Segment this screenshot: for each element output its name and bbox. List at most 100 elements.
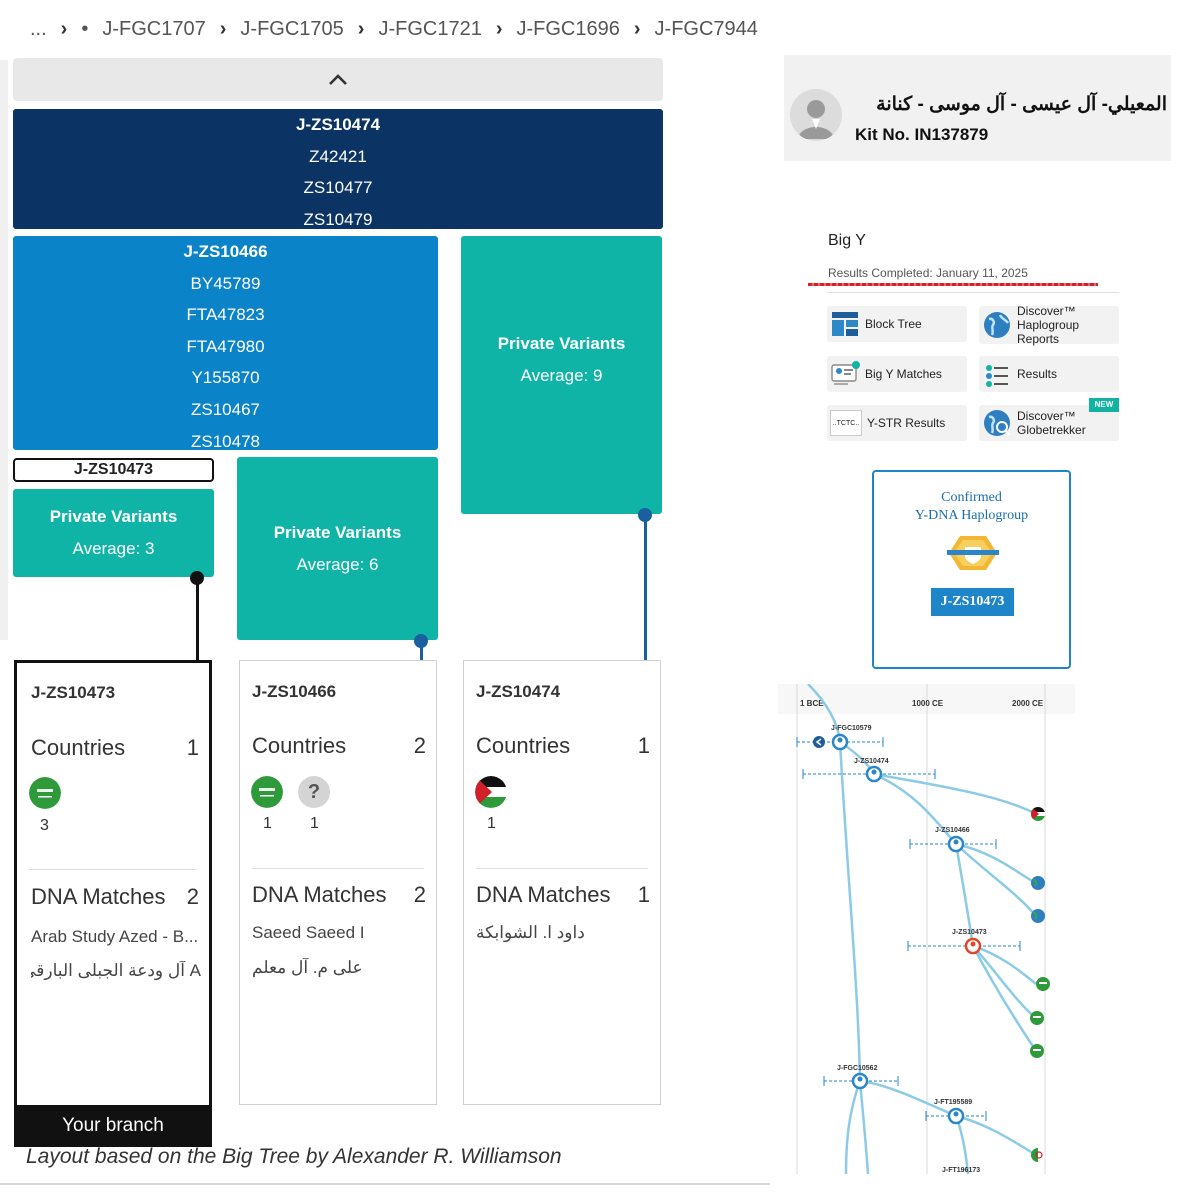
tile-label: Discover™ Haplogroup Reports bbox=[1017, 304, 1080, 346]
breadcrumb-item[interactable]: J-FGC7944 bbox=[654, 17, 758, 40]
breadcrumb-item[interactable]: J-FGC1721 bbox=[378, 17, 482, 40]
branch-card-j-zs10466[interactable]: J-ZS10466 Countries 2 ? 1 1 DNA Matches … bbox=[239, 660, 437, 1105]
breadcrumb-item[interactable]: J-FGC1696 bbox=[516, 17, 620, 40]
results-button[interactable]: Results bbox=[979, 356, 1119, 392]
your-branch-label: Your branch bbox=[14, 1105, 212, 1147]
countries-count: 1 bbox=[637, 733, 650, 758]
bullet-icon: • bbox=[81, 17, 89, 40]
dna-match-name[interactable]: داود ا. الشوابكة bbox=[476, 923, 585, 942]
variant-label: Z42421 bbox=[309, 146, 367, 166]
jordan-flag-icon[interactable] bbox=[1031, 807, 1045, 821]
node-label: J-FT196173 bbox=[942, 1167, 980, 1174]
node-label: J-ZS10466 bbox=[935, 827, 970, 834]
time-tree-chart[interactable]: 1 BCE 1000 CE 2000 CE bbox=[778, 684, 1075, 1174]
connector-dot bbox=[190, 571, 204, 585]
scroll-track[interactable] bbox=[0, 60, 8, 640]
user-tree-node[interactable] bbox=[964, 937, 982, 955]
node-label: J-ZS10474 bbox=[854, 758, 889, 765]
chevron-right-icon: › bbox=[357, 17, 365, 40]
variant-label: BY45789 bbox=[190, 273, 261, 293]
jordan-flag-icon[interactable] bbox=[475, 776, 507, 808]
tile-label: Discover™ Globetrekker bbox=[1017, 409, 1086, 437]
dna-match-name[interactable]: Arab Study Azed - B... bbox=[31, 927, 199, 946]
connector-dot bbox=[414, 634, 428, 648]
tree-node[interactable] bbox=[947, 1107, 965, 1125]
connector-line bbox=[196, 578, 199, 662]
chevron-right-icon: › bbox=[60, 17, 68, 40]
chevron-right-icon: › bbox=[633, 17, 641, 40]
globe-icon[interactable] bbox=[1031, 909, 1045, 923]
back-arrow-icon[interactable] bbox=[813, 736, 825, 748]
variant-label: ZS10477 bbox=[303, 178, 373, 198]
chevron-right-icon: › bbox=[219, 17, 227, 40]
algeria-flag-icon[interactable] bbox=[1031, 1148, 1045, 1162]
saudi-flag-icon[interactable] bbox=[1036, 977, 1050, 991]
collapse-button[interactable] bbox=[13, 58, 663, 101]
globetrekker-button[interactable]: Discover™ Globetrekker bbox=[979, 405, 1119, 441]
confirmed-haplogroup-card[interactable]: Confirmed Y-DNA Haplogroup J-ZS10473 bbox=[872, 470, 1071, 669]
branch-card-j-zs10474[interactable]: J-ZS10474 Countries 1 1 DNA Matches 1 دا… bbox=[463, 660, 661, 1105]
kit-number: Kit No. IN137879 bbox=[855, 125, 989, 144]
bigy-matches-button[interactable]: Big Y Matches bbox=[827, 356, 967, 392]
flag-count: 3 bbox=[40, 817, 49, 834]
dna-match-name[interactable]: على م. آل معلم bbox=[252, 958, 363, 977]
variant-label: ZS10478 bbox=[191, 431, 260, 451]
private-variants-block[interactable]: Private Variants Average: 6 bbox=[237, 457, 438, 640]
block-tree-button[interactable]: Block Tree bbox=[827, 306, 967, 342]
range-caps bbox=[796, 737, 1021, 1121]
globe-icon[interactable] bbox=[1031, 876, 1045, 890]
saudi-flag-icon[interactable] bbox=[251, 776, 283, 808]
countries-label: Countries bbox=[31, 735, 126, 760]
breadcrumb: ... › • J-FGC1707 › J-FGC1705 › J-FGC172… bbox=[30, 14, 772, 44]
chevron-up-icon bbox=[329, 73, 347, 85]
new-badge: NEW bbox=[1089, 398, 1119, 412]
breadcrumb-item[interactable]: J-FGC1705 bbox=[240, 17, 344, 40]
block-j-zs10474[interactable]: J-ZS10474 Z42421 ZS10477 ZS10479 bbox=[13, 109, 663, 229]
globetrekker-icon bbox=[984, 410, 1011, 436]
time-tree-panel[interactable]: 1 BCE 1000 CE 2000 CE bbox=[778, 684, 1075, 1174]
branch-label-j-zs10473[interactable]: J-ZS10473 bbox=[13, 458, 214, 482]
private-variants-title: Private Variants bbox=[49, 507, 178, 526]
tree-node[interactable] bbox=[851, 1072, 869, 1090]
tree-node[interactable] bbox=[865, 765, 883, 783]
block-title: J-ZS10466 bbox=[183, 242, 268, 261]
shield-badge-icon bbox=[947, 536, 999, 570]
tile-label: Y-STR Results bbox=[867, 416, 946, 430]
haplogroup-reports-button[interactable]: Discover™ Haplogroup Reports bbox=[979, 304, 1119, 346]
breadcrumb-item[interactable]: J-FGC1707 bbox=[102, 17, 206, 40]
connector-line bbox=[644, 515, 647, 662]
variant-label: Y155870 bbox=[191, 368, 260, 388]
private-variants-block[interactable]: Private Variants Average: 3 bbox=[13, 489, 214, 577]
dna-matches-count: 2 bbox=[413, 882, 426, 907]
private-variants-block[interactable]: Private Variants Average: 9 bbox=[461, 236, 662, 514]
saudi-flag-icon[interactable] bbox=[1030, 1044, 1044, 1058]
results-list-icon bbox=[986, 365, 1008, 387]
saudi-flag-icon[interactable] bbox=[1030, 1011, 1044, 1025]
connector-line bbox=[420, 641, 423, 662]
dna-match-name[interactable]: A آل ودعة الجبلى البارقى ... bbox=[31, 961, 201, 980]
tree-node[interactable] bbox=[831, 733, 849, 751]
variant-label: ZS10467 bbox=[191, 399, 260, 419]
node-label: J-FGC10579 bbox=[831, 725, 872, 732]
bigy-title: Big Y bbox=[828, 232, 866, 249]
flag-count: 1 bbox=[487, 815, 496, 832]
variant-label: FTA47823 bbox=[186, 305, 265, 325]
private-variants-title: Private Variants bbox=[273, 522, 402, 542]
divider bbox=[476, 868, 648, 869]
card-title: J-ZS10473 bbox=[31, 683, 116, 702]
block-j-zs10466[interactable]: J-ZS10466 BY45789 FTA47823 FTA47980 Y155… bbox=[13, 236, 438, 451]
branch-card-j-zs10473[interactable]: J-ZS10473 Countries 1 3 DNA Matches 2 Ar… bbox=[14, 660, 212, 1108]
chevron-right-icon: › bbox=[495, 17, 503, 40]
tile-label: Results bbox=[1017, 367, 1058, 381]
countries-count: 2 bbox=[413, 733, 426, 758]
saudi-flag-icon[interactable] bbox=[29, 777, 61, 809]
flag-count: 1 bbox=[263, 815, 272, 832]
dna-match-name[interactable]: Saeed Saeed I bbox=[252, 923, 365, 942]
dna-matches-label: DNA Matches bbox=[476, 882, 611, 907]
matches-icon bbox=[831, 361, 860, 385]
tree-node[interactable] bbox=[947, 835, 965, 853]
unknown-country-icon[interactable]: ? bbox=[298, 776, 330, 808]
ystr-results-button[interactable]: ..TCTC.. Y-STR Results bbox=[827, 405, 967, 441]
breadcrumb-ellipsis[interactable]: ... bbox=[30, 17, 47, 40]
avatar[interactable] bbox=[790, 89, 842, 141]
